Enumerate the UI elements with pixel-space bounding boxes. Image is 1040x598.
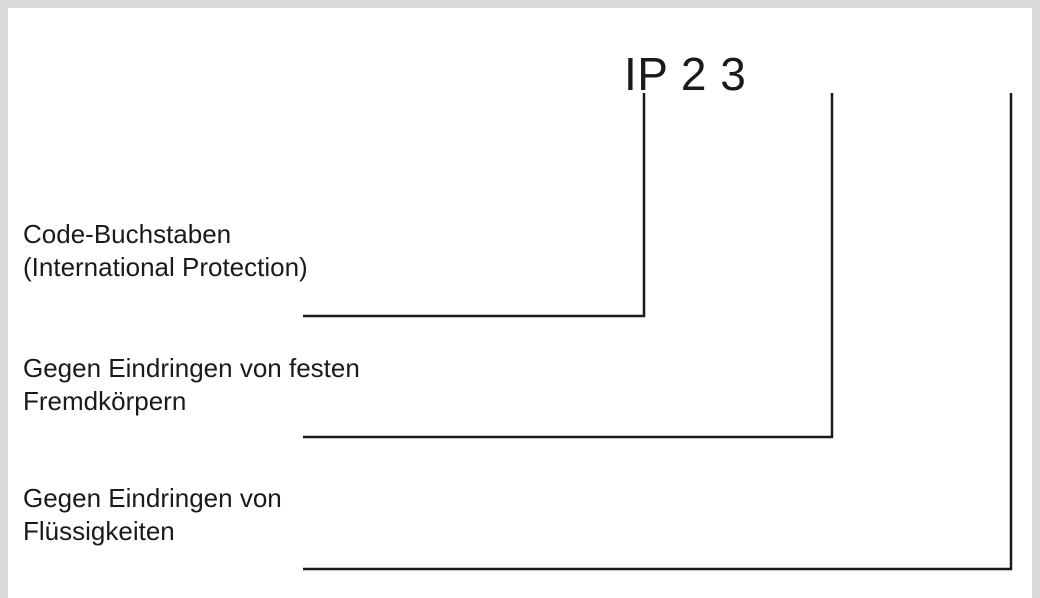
ip-code-title: IP 2 3 [624, 48, 747, 100]
label-liquids-line1: Gegen Eindringen von [23, 483, 282, 513]
connector-solid-objects [303, 93, 834, 439]
label-code-letters-line2: (International Protection) [23, 252, 308, 282]
label-code-letters: Code-Buchstaben (International Protectio… [23, 218, 308, 284]
label-code-letters-line1: Code-Buchstaben [23, 219, 232, 249]
label-solid-objects-line1: Gegen Eindringen von festen [23, 353, 360, 383]
label-solid-objects-line2: Fremdkörpern [23, 386, 187, 416]
connector-liquids [303, 93, 1013, 571]
label-liquids-line2: Flüssigkeiten [23, 516, 175, 546]
label-liquids: Gegen Eindringen von Flüssigkeiten [23, 482, 282, 548]
label-solid-objects: Gegen Eindringen von festen Fremdkörpern [23, 352, 360, 418]
connector-code-letters [303, 93, 646, 318]
